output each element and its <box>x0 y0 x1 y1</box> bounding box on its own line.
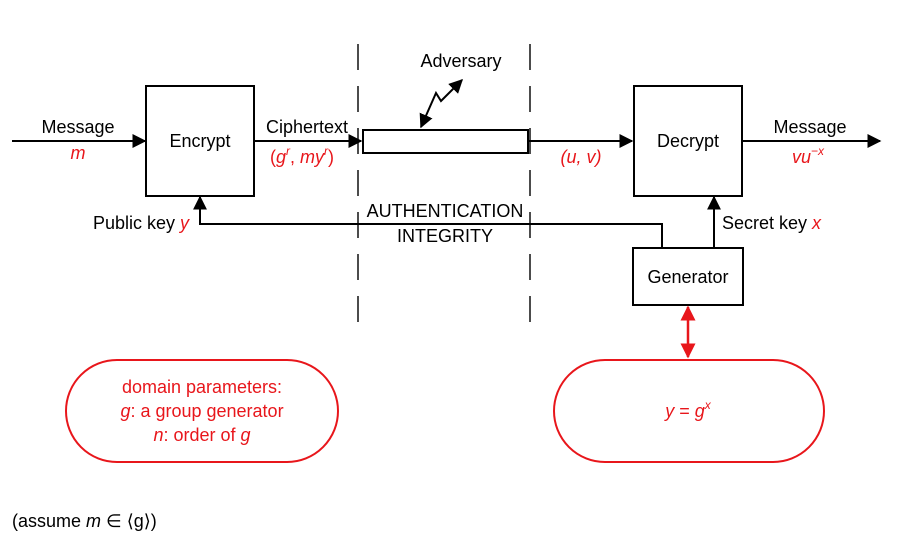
ciphertext-value: (gr, myr) <box>270 144 334 167</box>
authentication-label: AUTHENTICATION <box>367 201 524 221</box>
domain-parameter-g: g: a group generator <box>120 401 283 421</box>
decrypt-box <box>633 85 743 197</box>
message-out-label: Message <box>773 117 846 137</box>
assumption-note: (assume m ∈ ⟨g⟩) <box>12 511 157 531</box>
public-key-arrow <box>193 195 663 248</box>
message-in-value: m <box>71 143 86 163</box>
public-key-label: Public key y <box>93 213 190 233</box>
integrity-label: INTEGRITY <box>397 226 493 246</box>
adversary-lightning-icon <box>419 79 463 129</box>
decrypt-label: Decrypt <box>657 131 719 151</box>
message-out-value: vu−x <box>792 144 825 167</box>
ciphertext-label: Ciphertext <box>266 117 348 137</box>
adversary-label: Adversary <box>420 51 501 71</box>
encrypt-label: Encrypt <box>169 131 230 151</box>
key-relation: y = gx <box>663 398 712 421</box>
message-in-label: Message <box>41 117 114 137</box>
generator-label: Generator <box>647 267 728 287</box>
generator-box <box>632 247 744 306</box>
channel-pipe <box>362 129 529 154</box>
domain-parameters-title: domain parameters: <box>122 377 282 397</box>
key-relation-pill <box>553 359 825 463</box>
encrypt-box <box>145 85 255 197</box>
domain-parameters-pill <box>65 359 339 463</box>
domain-parameter-n: n: order of g <box>153 425 250 445</box>
received-value: (u, v) <box>560 147 601 167</box>
secret-key-label: Secret key x <box>722 213 822 233</box>
